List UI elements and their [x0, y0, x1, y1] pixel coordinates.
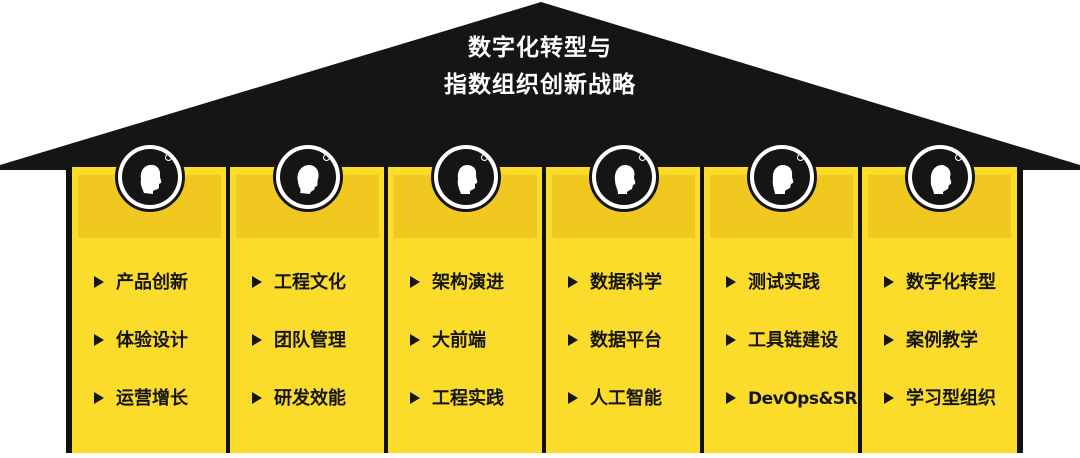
pillar-divider — [858, 167, 862, 453]
pillar-item: 数据科学 — [568, 268, 662, 298]
pillar-item: 体验设计 — [94, 326, 188, 356]
bullet-triangle-icon — [568, 333, 578, 346]
bullet-triangle-icon — [884, 275, 894, 288]
bullet-triangle-icon — [252, 333, 262, 346]
pillar-divider — [66, 167, 72, 453]
roof — [0, 2, 1080, 170]
person-silhouette-icon — [905, 142, 975, 212]
pillar-5: 测试实践 工具链建设 DevOps&SRE — [704, 167, 869, 453]
pillar-item: 研发效能 — [252, 384, 346, 414]
bullet-triangle-icon — [410, 391, 420, 404]
pillar-item: 运营增长 — [94, 384, 188, 414]
pillar-item: 产品创新 — [94, 268, 188, 298]
bullet-triangle-icon — [884, 333, 894, 346]
pillar-item: 数字化转型 — [884, 268, 996, 298]
bullet-triangle-icon — [884, 391, 894, 404]
pillar-item: 工具链建设 — [726, 326, 838, 356]
bullet-triangle-icon — [410, 333, 420, 346]
pillar-divider — [226, 167, 230, 453]
bullet-triangle-icon — [568, 391, 578, 404]
bullet-triangle-icon — [94, 391, 104, 404]
bullet-triangle-icon — [726, 391, 736, 404]
pillar-item: DevOps&SRE — [726, 384, 869, 414]
bullet-triangle-icon — [726, 333, 736, 346]
pillar-item: 工程文化 — [252, 268, 346, 298]
bullet-triangle-icon — [252, 275, 262, 288]
person-silhouette-icon — [431, 142, 501, 212]
person-silhouette-icon — [115, 142, 185, 212]
pillar-item: 案例教学 — [884, 326, 978, 356]
pillar-item: 人工智能 — [568, 384, 662, 414]
pillar-item: 团队管理 — [252, 326, 346, 356]
bullet-triangle-icon — [726, 275, 736, 288]
pillar-6: 数字化转型 案例教学 学习型组织 — [862, 167, 1017, 453]
pillar-item: 架构演进 — [410, 268, 504, 298]
bullet-triangle-icon — [252, 391, 262, 404]
pillar-divider — [384, 167, 388, 453]
pillar-item: 测试实践 — [726, 268, 820, 298]
roof-title: 数字化转型与 指数组织创新战略 — [340, 30, 740, 104]
bullet-triangle-icon — [568, 275, 578, 288]
person-silhouette-icon — [273, 142, 343, 212]
roof-title-line-1: 数字化转型与 — [468, 35, 612, 61]
person-silhouette-icon — [589, 142, 659, 212]
bullet-triangle-icon — [410, 275, 420, 288]
person-silhouette-icon — [747, 142, 817, 212]
pillar-item: 学习型组织 — [884, 384, 996, 414]
bullet-triangle-icon — [94, 333, 104, 346]
pillar-item: 数据平台 — [568, 326, 662, 356]
pillar-item: 工程实践 — [410, 384, 504, 414]
bullet-triangle-icon — [94, 275, 104, 288]
pillar-3: 架构演进 大前端 工程实践 — [388, 167, 543, 453]
pillar-divider — [542, 167, 546, 453]
pillar-item: 大前端 — [410, 326, 486, 356]
roof-title-line-2: 指数组织创新战略 — [444, 72, 636, 98]
pillar-divider — [700, 167, 704, 453]
pillar-4: 数据科学 数据平台 人工智能 — [546, 167, 701, 453]
pillar-divider — [1017, 167, 1023, 453]
